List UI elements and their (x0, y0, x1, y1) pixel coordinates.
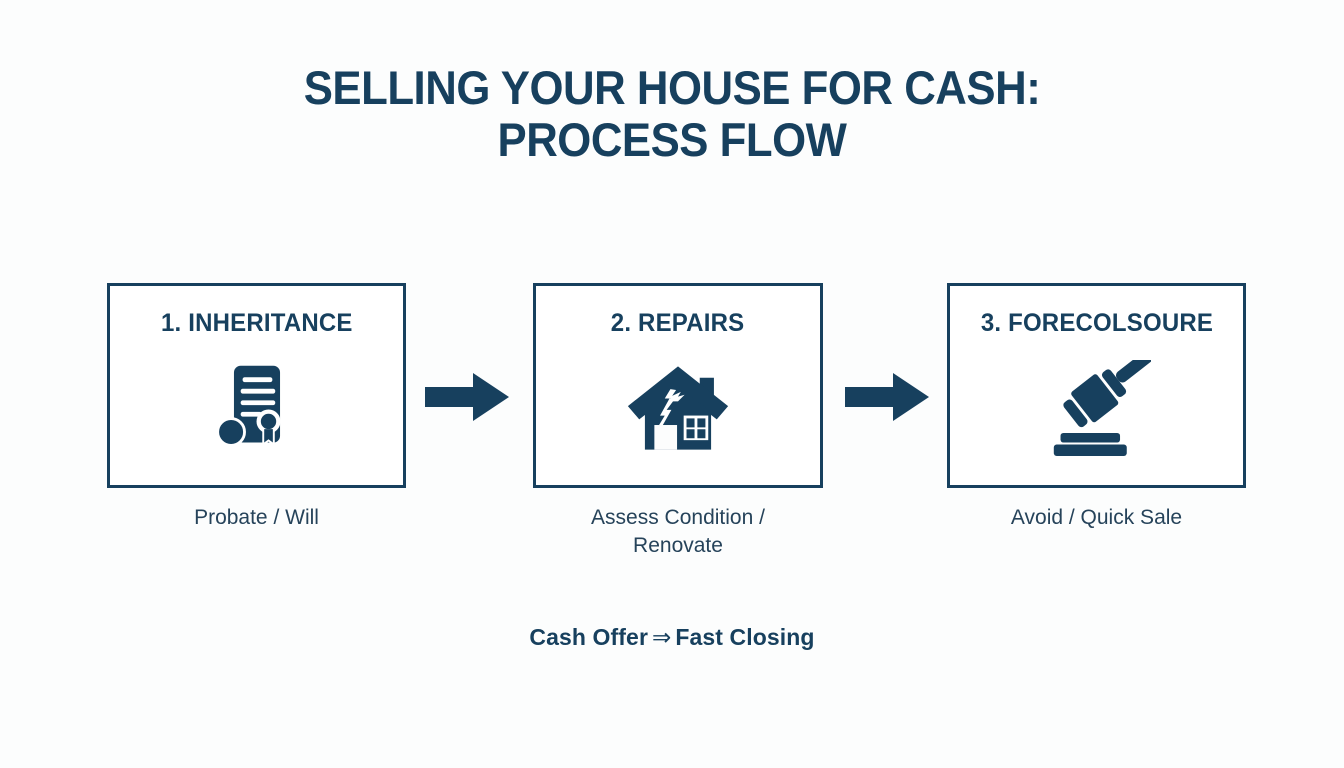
footer-tagline: Cash Offer⇒Fast Closing (0, 624, 1344, 651)
process-flow-row: 1. INHERITANCE Probate / Will (0, 283, 1344, 583)
page-title: SELLING YOUR HOUSE FOR CASH: PROCESS FLO… (0, 62, 1344, 166)
footer-text-before: Cash Offer (529, 624, 648, 650)
right-arrow-icon (845, 373, 929, 421)
page-title-line-2: PROCESS FLOW (497, 113, 847, 166)
footer-text-after: Fast Closing (675, 624, 815, 650)
cracked-house-icon (627, 365, 729, 450)
process-step-inheritance: 1. INHERITANCE Probate / Will (107, 283, 406, 532)
step-box-3: 3. FORECOLSOURE (947, 283, 1246, 488)
certificate-seal-icon (215, 365, 281, 447)
process-step-foreclosure: 3. FORECOLSOURE Avoid / Quick Sale (947, 283, 1246, 532)
right-arrow-icon (425, 373, 509, 421)
step-2-label: 2. REPAIRS (611, 309, 745, 337)
process-step-repairs: 2. REPAIRS Assess Condition / Renovate (533, 283, 823, 560)
step-3-caption: Avoid / Quick Sale (1010, 506, 1183, 529)
step-1-label: 1. INHERITANCE (160, 309, 353, 337)
step-3-label: 3. FORECOLSOURE (980, 309, 1213, 337)
page-title-line-1: SELLING YOUR HOUSE FOR CASH: (303, 61, 1041, 114)
step-1-caption: Probate / Will (194, 506, 319, 529)
arrow-step1-to-step2 (425, 369, 511, 430)
step-2-caption: Assess Condition / Renovate (591, 506, 765, 557)
step-1-icon-wrap (110, 338, 403, 485)
gavel-icon (1053, 359, 1151, 456)
arrow-step2-to-step3 (845, 369, 931, 430)
step-box-2: 2. REPAIRS (533, 283, 823, 488)
step-2-icon-wrap (536, 338, 820, 485)
double-arrow-icon: ⇒ (652, 625, 672, 651)
step-3-icon-wrap (950, 338, 1243, 485)
step-box-1: 1. INHERITANCE (107, 283, 406, 488)
